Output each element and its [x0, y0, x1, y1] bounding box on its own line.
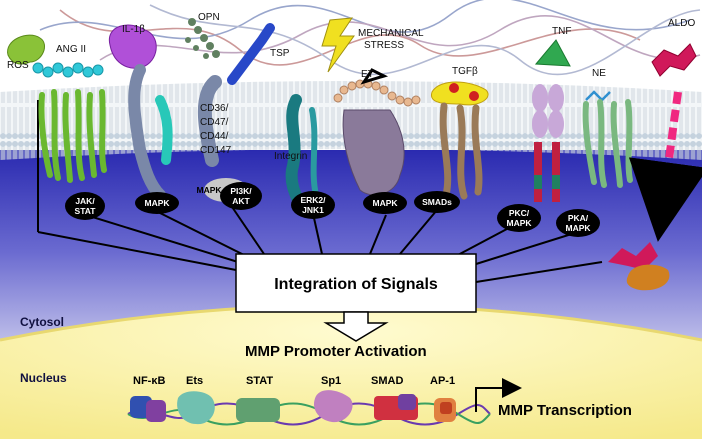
nucleus-region: [0, 305, 702, 439]
jak-stat-text1: JAK/: [75, 196, 95, 206]
erk-text2: JNK1: [302, 205, 324, 215]
pill-pi3k-akt: PI3K/ AKT: [220, 182, 262, 210]
tgfb-label: TGFβ: [452, 66, 478, 77]
il1-receptor: [128, 64, 173, 201]
integration-box: Integration of Signals: [235, 253, 477, 313]
mechanical-stress-line1: MECHANICAL: [358, 28, 424, 39]
integrin-label: Integrin: [274, 151, 307, 162]
mapk-cd-text: MAPK: [196, 185, 222, 195]
pill-pkc-mapk: PKC/ MAPK: [497, 204, 541, 232]
tgfb-receptor: [439, 102, 483, 200]
pi3k-text1: PI3K/: [230, 186, 252, 196]
tnf-receptor: [532, 84, 564, 202]
il1b-label: IL-1β: [122, 24, 145, 35]
ang2-receptor: [38, 89, 107, 183]
cytosol-label: Cytosol: [20, 315, 64, 329]
ne-label: NE: [592, 68, 606, 79]
promoter-activation-text: MMP Promoter Activation: [245, 343, 427, 360]
stat-label: STAT: [246, 375, 273, 387]
smad-label: SMAD: [371, 375, 403, 387]
et-ligand: [333, 79, 421, 107]
aldo-ligand: [651, 43, 697, 77]
nucleus-label: Nucleus: [20, 371, 67, 385]
ne-ligand: [585, 90, 611, 102]
sp1-label: Sp1: [321, 375, 341, 387]
cd36-label: CD36/: [200, 103, 229, 114]
pill-jak-stat: JAK/ STAT: [65, 192, 105, 220]
ang2-label: ANG II: [56, 44, 86, 55]
ap1-factor: [434, 398, 456, 422]
pi3k-text2: AKT: [232, 196, 250, 206]
ang2-ligand: [32, 62, 104, 78]
jak-stat-text2: STAT: [75, 206, 97, 216]
mechanical-stress-line2: STRESS: [364, 40, 404, 51]
ets-factor: [177, 391, 215, 425]
mapk-1-text: MAPK: [144, 198, 170, 208]
et-label: ET: [361, 69, 374, 80]
pill-mapk-2: MAPK: [363, 192, 407, 214]
promoter-down-arrow: [323, 311, 389, 342]
ros-label: ROS: [7, 60, 29, 71]
smad-factor: [374, 394, 418, 420]
mineralocorticoid-receptor: [608, 242, 670, 291]
transcription-start-arrow: [475, 378, 522, 412]
mechanical-stress-bolt: [321, 17, 355, 73]
stat-factor: [236, 398, 280, 422]
integration-text: Integration of Signals: [274, 276, 438, 293]
sp1-factor: [313, 390, 353, 423]
integrin-receptor: [285, 94, 319, 211]
tgfb-ligand: [430, 81, 489, 106]
opn-label: OPN: [198, 12, 220, 23]
nfkb-label: NF-κB: [133, 375, 165, 387]
ros-ligand: [7, 34, 45, 65]
opn-ligand: [185, 18, 220, 59]
il1b-ligand: [108, 24, 157, 69]
cd147-label: CD147: [200, 145, 232, 156]
smads-text: SMADs: [422, 197, 452, 207]
pka-text1: PKA/: [568, 213, 589, 223]
pka-text2: MAPK: [565, 223, 591, 233]
ap1-label: AP-1: [430, 375, 455, 387]
erk-text1: ERK2/: [300, 195, 326, 205]
tsp-label: TSP: [270, 48, 290, 59]
pill-erk-jnk: ERK2/ JNK1: [291, 191, 335, 219]
tnf-label: TNF: [552, 26, 571, 37]
mmp-transcription-text: MMP Transcription: [498, 402, 632, 419]
nfkb-factor: [130, 396, 166, 422]
cd47-label: CD47/: [200, 117, 229, 128]
pill-mapk-1: MAPK: [135, 192, 179, 214]
pkc-text1: PKC/: [509, 208, 530, 218]
ets-label: Ets: [186, 375, 203, 387]
mapk-2-text: MAPK: [372, 198, 398, 208]
et-bridge: [360, 68, 389, 85]
pkc-text2: MAPK: [506, 218, 532, 228]
pill-smads: SMADs: [414, 191, 460, 213]
pill-pka-mapk: PKA/ MAPK: [556, 209, 600, 237]
tsp-ligand: [227, 23, 275, 85]
aldo-translocation-arrow: [628, 91, 702, 242]
tnf-ligand: [534, 39, 571, 67]
cd44-label: CD44/: [200, 131, 229, 142]
aldo-label: ALDO: [668, 18, 695, 29]
